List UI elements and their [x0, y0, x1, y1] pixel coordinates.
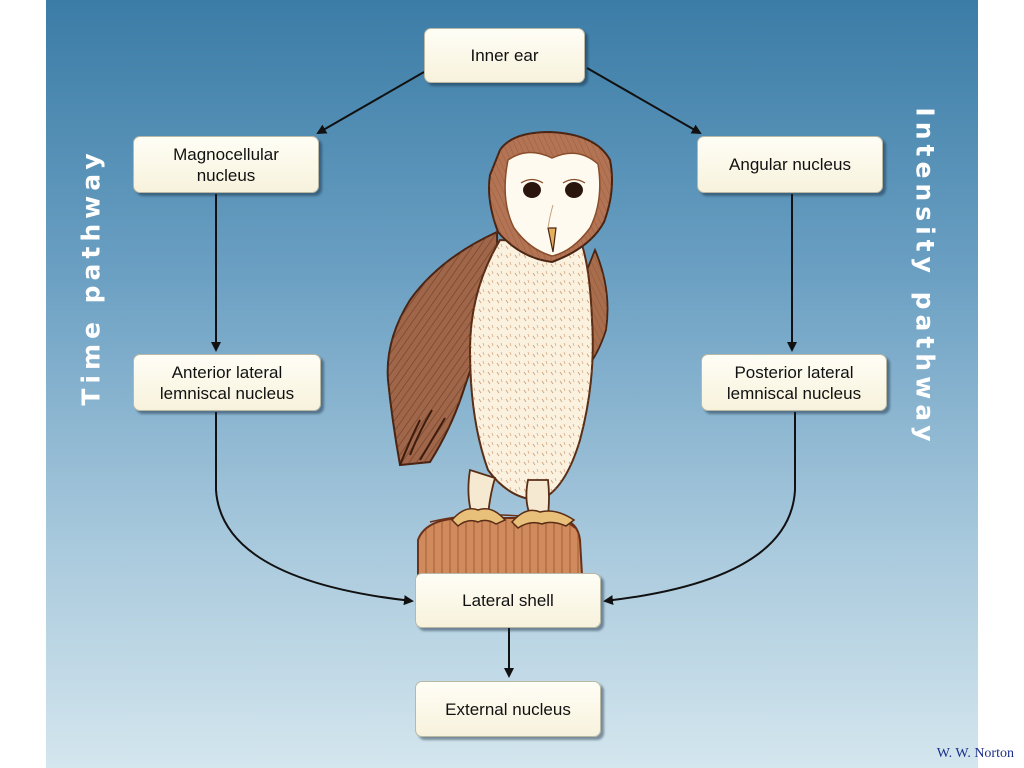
arrow-anterior-to-lateral-shell — [215, 412, 414, 606]
node-posterior-lateral-lemniscal-nucleus: Posterior lateral lemniscal nucleus — [701, 354, 887, 411]
arrow-inner-ear-to-magnocellular — [316, 71, 425, 134]
owl-body — [468, 238, 594, 502]
node-lateral-shell: Lateral shell — [415, 573, 601, 628]
owl-head — [488, 130, 613, 264]
arrow-inner-ear-to-angular — [586, 67, 702, 134]
publisher-credit: W. W. Norton — [936, 746, 1014, 761]
node-inner-ear: Inner ear — [424, 28, 585, 83]
node-external-nucleus: External nucleus — [415, 681, 601, 737]
node-angular-nucleus: Angular nucleus — [697, 136, 883, 193]
arrow-posterior-to-lateral-shell — [603, 412, 796, 606]
time-pathway-label: Time pathway — [76, 148, 106, 406]
owl-legs — [450, 468, 576, 529]
intensity-pathway-label: Intensity pathway — [910, 107, 940, 447]
node-anterior-lateral-lemniscal-nucleus: Anterior lateral lemniscal nucleus — [133, 354, 321, 411]
node-magnocellular-nucleus: Magnocellular nucleus — [133, 136, 319, 193]
